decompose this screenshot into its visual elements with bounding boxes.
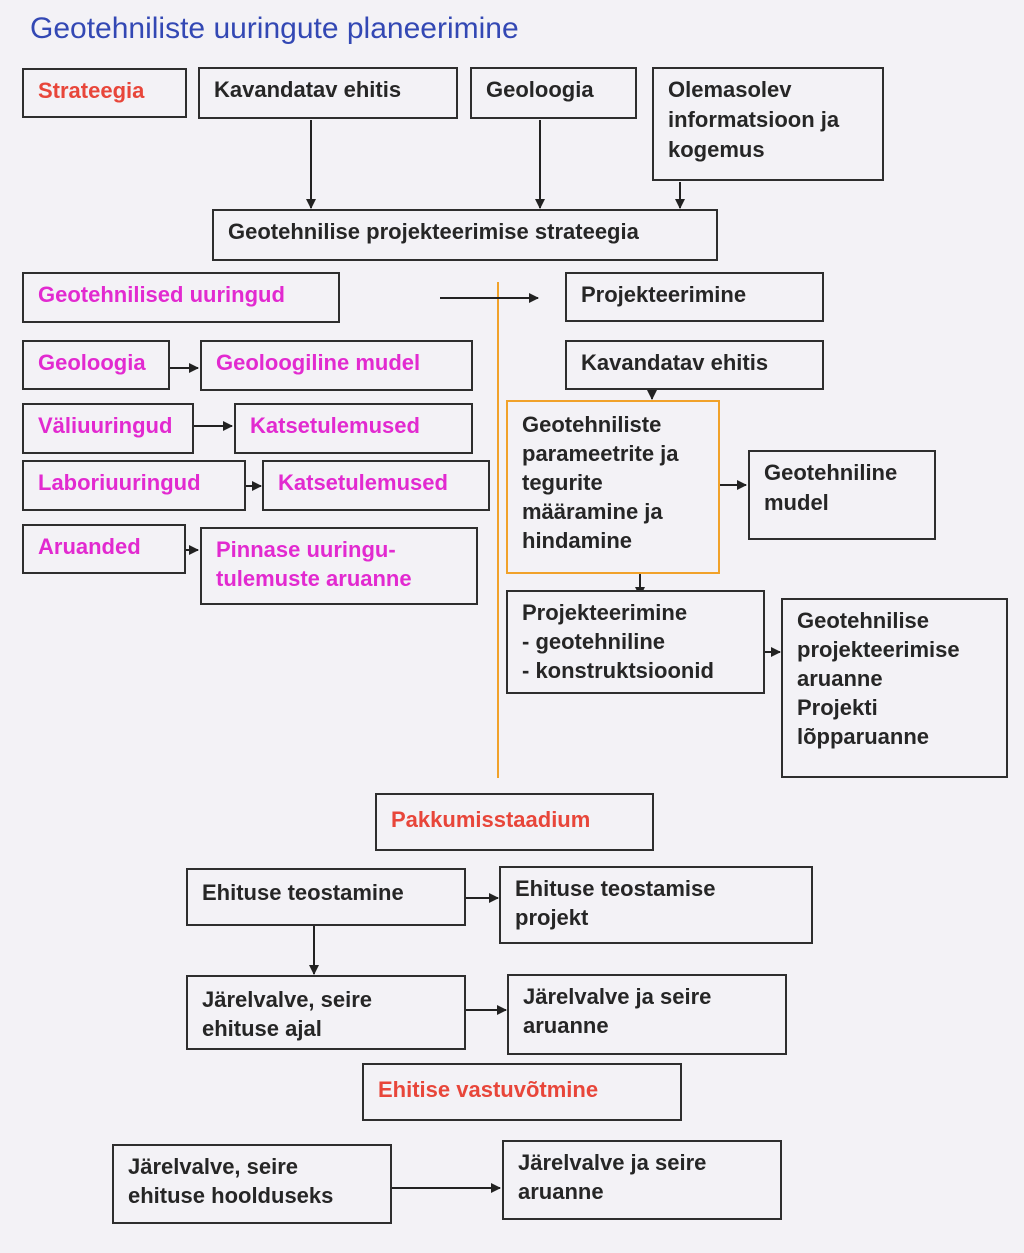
tender-stage-label: Pakkumisstaadium (375, 793, 654, 851)
design-strategy-box: Geotehnilise projekteerimise strateegia (212, 209, 718, 261)
design-planned-structure-box: Kavandatav ehitis (565, 340, 824, 390)
acceptance-stage-label: Ehitise vastuvõtmine (362, 1063, 682, 1121)
maintenance-report-box: Järelvalve ja seire aruanne (502, 1140, 782, 1220)
geotechnical-model-box: Geotehniline mudel (748, 450, 936, 540)
lab-investigations: Laboriuuringud (22, 460, 246, 511)
execution-project-box: Ehituse teostamise projekt (499, 866, 813, 944)
maintenance-supervision-box: Järelvalve, seire ehituse hoolduseks (112, 1144, 392, 1224)
planned-structure-box: Kavandatav ehitis (198, 67, 458, 119)
parameters-box: Geotehniliste parameetrite ja tegurite m… (506, 400, 720, 574)
investigation-geology: Geoloogia (22, 340, 170, 390)
page-title: Geotehniliste uuringute planeerimine (30, 12, 519, 45)
lab-test-results: Katsetulemused (262, 460, 490, 511)
geology-box: Geoloogia (470, 67, 637, 119)
design-header-box: Projekteerimine (565, 272, 824, 322)
construction-supervision-box: Järelvalve, seire ehituse ajal (186, 975, 466, 1050)
investigations-header: Geotehnilised uuringud (22, 272, 340, 323)
reports-label: Aruanded (22, 524, 186, 574)
design-report-box: Geotehnilise projekteerimise aruanne Pro… (781, 598, 1008, 778)
geological-model-box: Geoloogiline mudel (200, 340, 473, 391)
supervision-report-box: Järelvalve ja seire aruanne (507, 974, 787, 1055)
design-work-box: Projekteerimine - geotehniline - konstru… (506, 590, 765, 694)
field-investigations: Väliuuringud (22, 403, 194, 454)
construction-execution-box: Ehituse teostamine (186, 868, 466, 926)
strategy-label: Strateegia (22, 68, 187, 118)
existing-info-box: Olemasolev informatsioon ja kogemus (652, 67, 884, 181)
soil-investigation-report: Pinnase uuringu- tulemuste aruanne (200, 527, 478, 605)
field-test-results: Katsetulemused (234, 403, 473, 454)
